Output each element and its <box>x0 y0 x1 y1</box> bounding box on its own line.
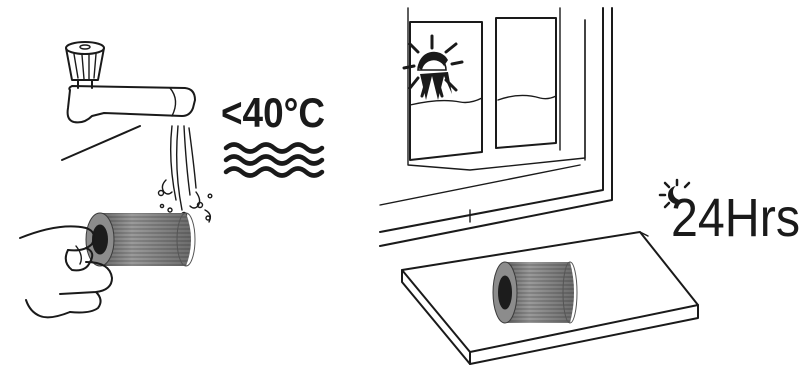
water-tap-icon <box>62 42 195 160</box>
duration-label: 24Hrs <box>671 188 800 248</box>
dry-panel: 24Hrs <box>380 8 800 364</box>
wash-panel: <40°C <box>20 42 325 317</box>
window-with-sun-icon <box>380 8 612 246</box>
temperature-label: <40°C <box>221 89 325 136</box>
cylindrical-filter-icon <box>86 213 195 266</box>
warm-water-waves-icon <box>226 145 322 176</box>
water-stream <box>159 126 212 222</box>
sun-icon <box>404 36 462 100</box>
filter-drying-on-sill-icon <box>493 262 577 323</box>
